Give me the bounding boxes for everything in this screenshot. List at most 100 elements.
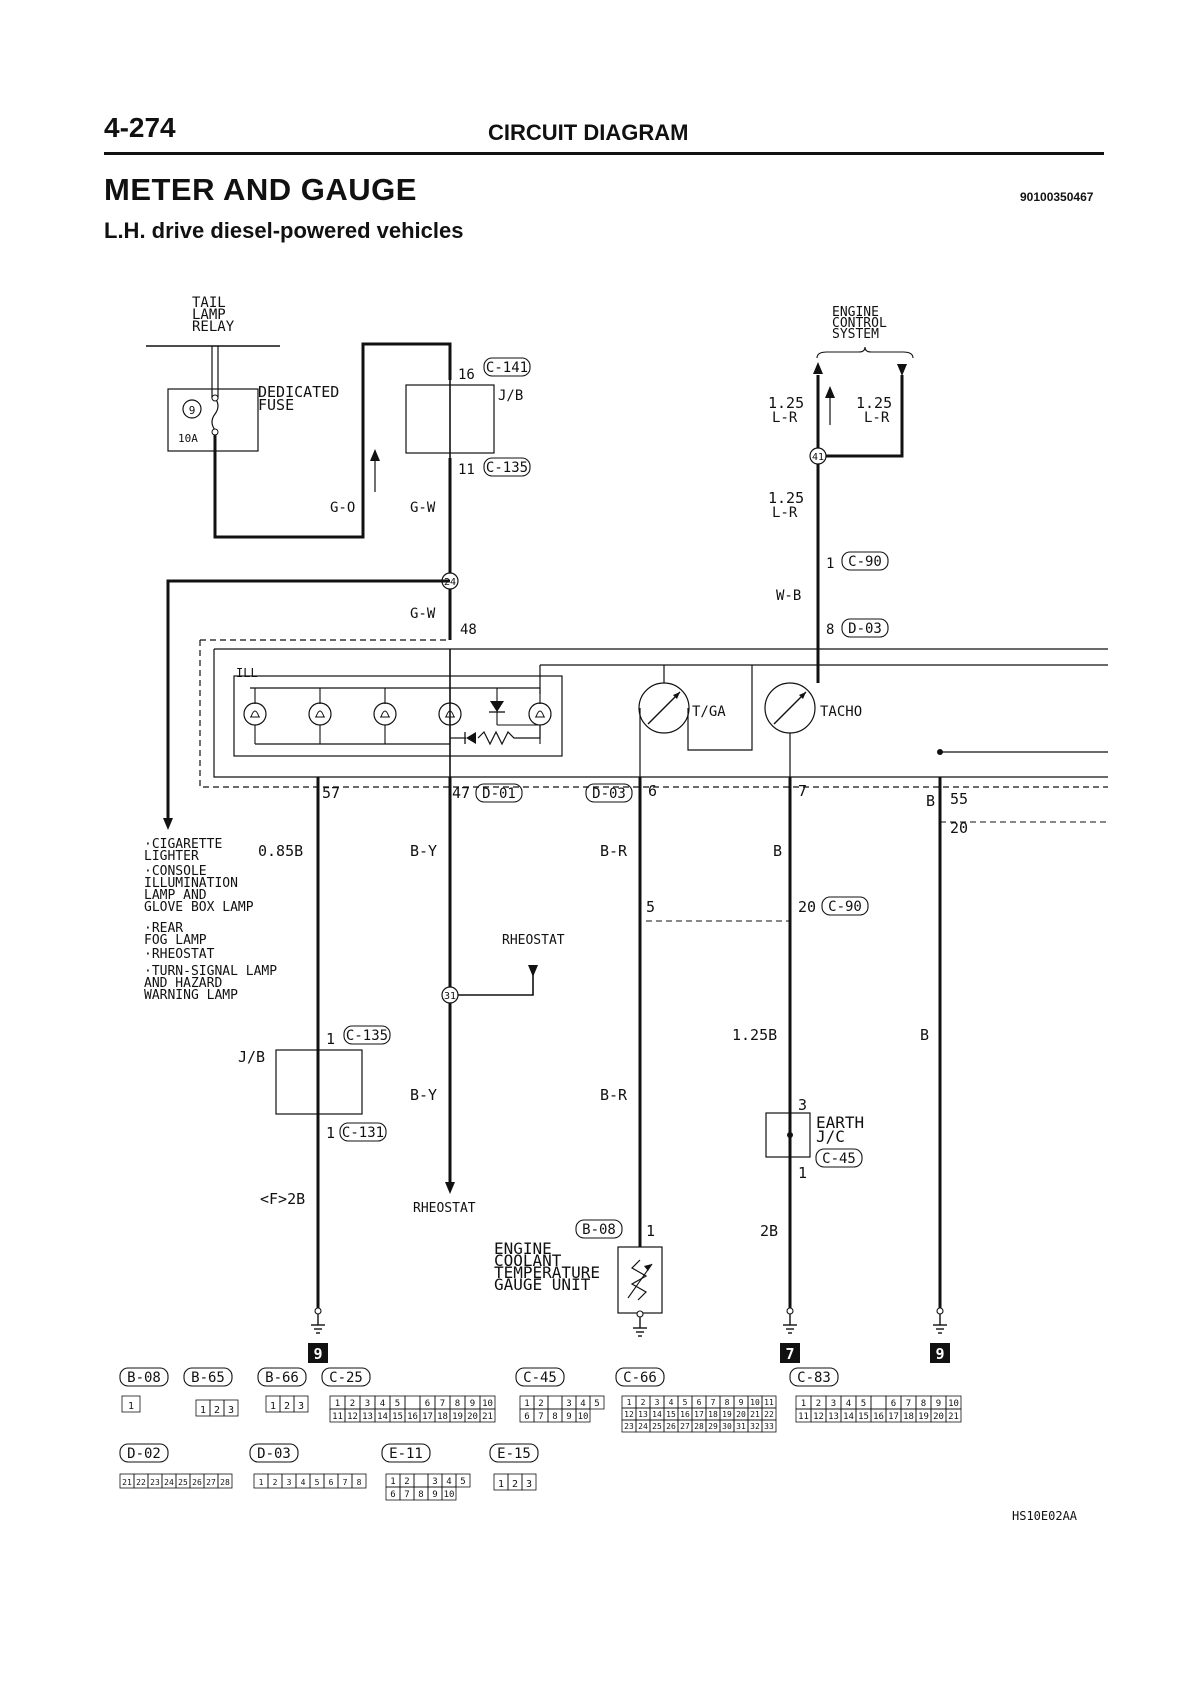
wire-size-mid: 1.25 bbox=[768, 489, 804, 507]
page-title: METER AND GAUGE bbox=[104, 172, 417, 207]
resistor-icon bbox=[477, 725, 541, 746]
legend-d-03-grid-top-pin: 1 bbox=[259, 1478, 264, 1487]
legend-c-25-grid-pin: 19 bbox=[452, 1412, 463, 1422]
fuse-number-circle bbox=[182, 399, 202, 419]
legend-e-11-grid-pin: 1 bbox=[390, 1477, 395, 1487]
legend-b-66-grid-pin: 1 bbox=[270, 1401, 276, 1412]
legend-e-15-grid-cell bbox=[521, 1473, 537, 1491]
flow-arrow-up-icon bbox=[825, 386, 835, 398]
pin-48: 48 bbox=[460, 622, 477, 638]
legend-c-25-grid-pin: 6 bbox=[425, 1399, 430, 1409]
legend-c-83-grid-pin: 3 bbox=[831, 1399, 836, 1409]
legend-connector-d02: D-02 bbox=[127, 1446, 161, 1462]
legend-c-66-grid-pin: 6 bbox=[697, 1398, 702, 1407]
wire-label-b-right: B bbox=[920, 1026, 929, 1044]
cigarette-feed-arrow-icon bbox=[163, 818, 173, 830]
wire-label-b-r-bottom: B-R bbox=[600, 1086, 628, 1104]
ground-2-icon-terminal bbox=[636, 1310, 644, 1318]
wire-label-1-25b: 1.25B bbox=[732, 1026, 777, 1044]
legend-c-45-grid-pin: 2 bbox=[538, 1399, 543, 1409]
rheostat-arrow-icon bbox=[445, 1182, 455, 1194]
ill-label: ILL bbox=[236, 666, 258, 680]
pin-47: 47 bbox=[452, 784, 470, 802]
legend-c-83-grid-pin: 11 bbox=[798, 1412, 809, 1422]
legend-connector-d03: D-03 bbox=[257, 1446, 291, 1462]
legend-c-45-grid-cell bbox=[589, 1395, 605, 1410]
legend-c-66-grid-pin: 1 bbox=[627, 1398, 632, 1407]
legend-c-66-grid-pin: 17 bbox=[694, 1410, 704, 1419]
legend-d-02-grid-top-pin: 27 bbox=[206, 1478, 216, 1487]
dedicated-fuse-box bbox=[167, 388, 259, 452]
legend-c-83-grid-pin: 12 bbox=[813, 1412, 824, 1422]
connector-c-135-top-frame bbox=[483, 457, 531, 477]
legend-c-83-grid-cell bbox=[945, 1408, 962, 1423]
legend-connector-e11: E-11 bbox=[389, 1446, 423, 1462]
junction-41: 41 bbox=[812, 452, 824, 463]
legend-c-45-grid-pin: 10 bbox=[578, 1412, 589, 1422]
lamp-2-icon bbox=[373, 702, 397, 726]
legend-c-45-grid-cell bbox=[575, 1408, 591, 1423]
pin-57: 57 bbox=[322, 784, 340, 802]
legend-connector-b65: B-65 bbox=[191, 1370, 225, 1386]
wire-label-b-top: B bbox=[926, 792, 935, 810]
legend-c-45-grid-pin: 5 bbox=[594, 1399, 599, 1409]
legend-c-66-grid-pin: 29 bbox=[708, 1422, 718, 1431]
legend-c-66-grid-pin: 4 bbox=[669, 1398, 674, 1407]
cigarette-feed-wire bbox=[166, 579, 450, 820]
pin-1-c135: 1 bbox=[326, 1030, 335, 1048]
engine-control-label-line-1: CONTROL bbox=[832, 316, 887, 331]
pin-1-c45: 1 bbox=[798, 1164, 807, 1182]
pin-1-b08: 1 bbox=[646, 1222, 655, 1240]
g-o-wire bbox=[213, 342, 452, 539]
earth-point-1-number: 9 bbox=[313, 1345, 322, 1363]
legend-c-66-grid-pin: 13 bbox=[638, 1410, 648, 1419]
legend-c-83-grid-pin: 2 bbox=[816, 1399, 821, 1409]
legend-c-66-grid-pin: 10 bbox=[750, 1398, 760, 1407]
legend-d-03-grid-top-pin: 2 bbox=[273, 1478, 278, 1487]
legend-connector-c25: C-25 bbox=[329, 1370, 363, 1386]
legend-c-45-grid-pin: 6 bbox=[524, 1412, 529, 1422]
page-number: 4-274 bbox=[104, 112, 176, 143]
legend-c-25-grid-pin: 3 bbox=[365, 1399, 370, 1409]
legend-e-15-grid-pin: 3 bbox=[526, 1479, 532, 1490]
legend-c-25-grid-pin: 11 bbox=[332, 1412, 343, 1422]
connector-c-45: C-45 bbox=[822, 1151, 856, 1167]
legend-connector-d03-frame bbox=[249, 1443, 299, 1463]
legend-c-45-grid-pin: 3 bbox=[566, 1399, 571, 1409]
legend-c-83-grid-pin: 13 bbox=[828, 1412, 839, 1422]
legend-c-45-grid-pin: 1 bbox=[524, 1399, 529, 1409]
legend-c-83-grid-pin: 18 bbox=[903, 1412, 914, 1422]
legend-e-11-grid-pin: 5 bbox=[460, 1477, 465, 1487]
legend-d-02-grid-top-pin: 25 bbox=[178, 1478, 188, 1487]
junction-41-circle bbox=[809, 447, 827, 465]
legend-e-11-grid-cell bbox=[413, 1473, 429, 1488]
earth-point-3-number: 9 bbox=[935, 1345, 944, 1363]
wire-label-b-y-top: B-Y bbox=[410, 842, 437, 860]
tail-lamp-relay-label-line-1: LAMP bbox=[192, 307, 226, 323]
legend-connector-e15: E-15 bbox=[497, 1446, 531, 1462]
legend-d-02-grid-top-pin: 22 bbox=[136, 1478, 146, 1487]
legend-c-66-grid-pin: 15 bbox=[666, 1410, 676, 1419]
wire-label-f-2b: <F>2B bbox=[260, 1190, 305, 1208]
legend-c-25-grid-pin: 18 bbox=[437, 1412, 448, 1422]
engine-control-arrow-down-icon bbox=[897, 364, 907, 376]
meter-inner-frame bbox=[213, 649, 1108, 778]
legend-c-66-grid-pin: 31 bbox=[736, 1422, 746, 1431]
legend-c-66-grid-pin: 18 bbox=[708, 1410, 718, 1419]
legend-connector-c45: C-45 bbox=[523, 1370, 557, 1386]
legend-c-66-grid-pin: 12 bbox=[624, 1410, 634, 1419]
legend-e-15-grid-pin: 1 bbox=[498, 1479, 504, 1490]
legend-connector-b66-frame bbox=[257, 1367, 307, 1387]
connector-c-45-frame bbox=[815, 1148, 863, 1168]
connector-b-08-frame bbox=[575, 1219, 623, 1239]
legend-c-83-grid-pin: 17 bbox=[888, 1412, 899, 1422]
legend-c-66-grid-pin: 22 bbox=[764, 1410, 774, 1419]
legend-c-45-grid-cell bbox=[547, 1395, 563, 1410]
junction-24: 24 bbox=[444, 577, 456, 588]
tail-lamp-relay-label-line-0: TAIL bbox=[192, 295, 226, 311]
legend-c-83-grid-pin: 21 bbox=[948, 1412, 959, 1422]
pin-7: 7 bbox=[798, 782, 807, 800]
